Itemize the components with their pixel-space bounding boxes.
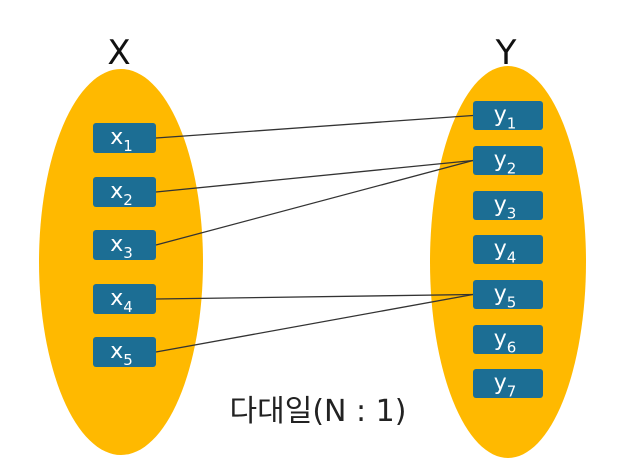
y-element-box-4: y4 [473,235,543,267]
y-element-base: y [494,282,507,307]
y-element-label-4: y4 [494,237,517,267]
mapping-line-x3-y2 [155,159,474,246]
x-element-label-4: x4 [110,286,133,316]
mapping-lines [155,114,474,353]
y-element-subscript: 4 [507,249,517,267]
y-element-subscript: 3 [507,205,517,223]
y-element-base: y [494,193,507,218]
y-element-base: y [494,103,507,128]
x-element-label-3: x3 [110,232,133,262]
y-element-label-7: y7 [494,371,517,401]
x-element-label-1: x1 [110,125,133,155]
y-element-subscript: 2 [507,160,517,178]
x-element-subscript: 4 [123,298,133,316]
y-element-rect-7 [473,369,543,398]
mapping-line-x4-y5 [155,293,474,300]
x-element-rect-2 [93,177,156,207]
mapping-line-x1-y1 [155,114,474,139]
x-element-box-4: x4 [93,284,156,316]
x-element-base: x [110,179,123,204]
y-element-label-6: y6 [494,327,517,357]
set-x-title: X [107,33,130,73]
y-element-base: y [494,237,507,262]
mapping-line-x5-y5 [155,293,474,353]
x-element-box-2: x2 [93,177,156,209]
x-element-base: x [110,339,123,364]
set-y-title: Y [495,33,517,73]
x-element-rect-3 [93,230,156,260]
diagram-caption: 다대일(N : 1) [230,394,407,429]
x-element-box-5: x5 [93,337,156,369]
x-element-label-2: x2 [110,179,133,209]
y-element-label-1: y1 [494,103,517,133]
y-element-box-1: y1 [473,101,543,133]
x-element-base: x [110,232,123,257]
x-element-box-1: x1 [93,123,156,155]
x-element-base: x [110,125,123,150]
set-x-ellipse [39,69,203,455]
x-element-rect-5 [93,337,156,367]
y-element-base: y [494,148,507,173]
y-element-rect-2 [473,146,543,175]
y-element-box-5: y5 [473,280,543,312]
x-element-base: x [110,286,123,311]
y-element-label-5: y5 [494,282,517,312]
x-element-subscript: 5 [123,351,133,369]
mapping-line-x2-y2 [155,159,474,193]
x-element-subscript: 3 [123,244,133,262]
y-element-base: y [494,371,507,396]
x-element-box-3: x3 [93,230,156,262]
x-element-rect-1 [93,123,156,153]
y-element-rect-4 [473,235,543,264]
y-element-base: y [494,327,507,352]
x-element-label-5: x5 [110,339,133,369]
y-element-rect-1 [473,101,543,130]
y-element-subscript: 6 [507,339,517,357]
y-element-subscript: 7 [507,383,517,401]
x-element-rect-4 [93,284,156,314]
y-element-box-7: y7 [473,369,543,401]
x-element-subscript: 1 [123,137,133,155]
y-element-subscript: 1 [507,115,517,133]
y-element-subscript: 5 [507,294,517,312]
y-element-box-6: y6 [473,325,543,357]
y-element-label-3: y3 [494,193,517,223]
y-element-box-2: y2 [473,146,543,178]
y-element-rect-6 [473,325,543,354]
x-element-subscript: 2 [123,191,133,209]
y-element-label-2: y2 [494,148,517,178]
y-element-rect-3 [473,191,543,220]
y-element-rect-5 [473,280,543,309]
y-element-box-3: y3 [473,191,543,223]
